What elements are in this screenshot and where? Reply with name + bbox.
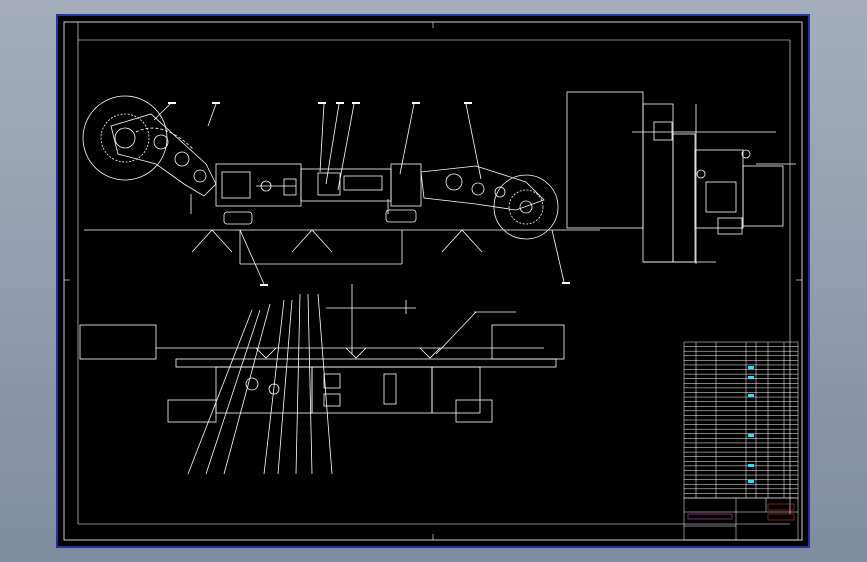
title-red-box-2 [767, 513, 795, 521]
left-wheel-hub [114, 127, 136, 149]
title-red-box-1 [767, 503, 795, 511]
title-block-outline [683, 497, 799, 541]
frame-ticks [64, 22, 802, 540]
bom-cyan-marks [748, 366, 754, 483]
end-view-frame [566, 91, 644, 229]
main-body-left [215, 163, 302, 207]
main-body-mid [300, 168, 392, 202]
bill-of-materials[interactable] [683, 341, 799, 499]
right-track-arm [420, 165, 545, 211]
drawing-canvas[interactable] [56, 14, 810, 548]
end-elevation-view[interactable] [566, 91, 796, 264]
inner-frame [63, 21, 803, 541]
outer-frame [56, 14, 810, 548]
drawing-sheet[interactable] [56, 14, 810, 548]
left-wheel-outline [82, 95, 168, 181]
title-magenta-box [687, 513, 733, 520]
side-elevation-view[interactable] [82, 95, 600, 286]
right-wheel-outline [493, 174, 559, 240]
plan-left-block [79, 324, 157, 360]
plan-view[interactable] [79, 284, 565, 475]
main-body-right [390, 163, 422, 207]
bom-rows [684, 346, 798, 494]
title-block[interactable] [683, 497, 799, 541]
plan-right-block [491, 324, 565, 360]
left-wheel-inner [100, 113, 150, 163]
left-track-arm [110, 113, 217, 197]
